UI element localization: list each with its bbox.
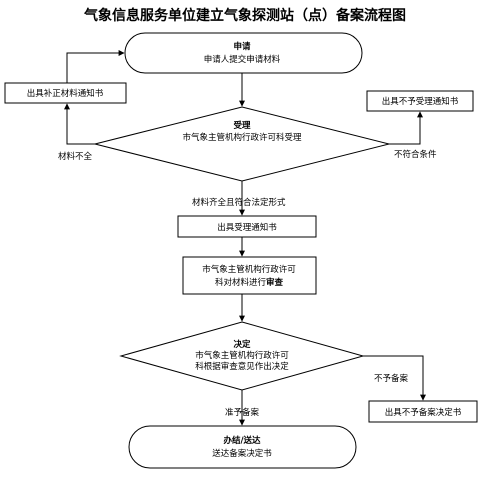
apply-terminal xyxy=(124,32,363,74)
page-title: 气象信息服务单位建立气象探测站（点）备案流程图 xyxy=(83,7,406,24)
apply-text: 申请人提交申请材料 xyxy=(204,54,281,65)
review-box xyxy=(182,256,317,295)
reject-notice-box xyxy=(366,90,474,112)
accept-notice-box xyxy=(177,215,317,238)
accept-notice-text: 出具受理通知书 xyxy=(217,222,277,233)
edge-label-not-filed: 不予备案 xyxy=(374,373,409,384)
accept-decision xyxy=(94,106,390,182)
decide-line2: 科根据审查意见作出决定 xyxy=(195,361,289,372)
accept-text: 市气象主管机构行政许可科受理 xyxy=(182,132,302,143)
deny-decision-text: 出具不予备案决定书 xyxy=(385,407,462,418)
decide-to-deny-arrow xyxy=(363,355,426,401)
edge-label-filed: 准予备案 xyxy=(225,407,260,418)
reject-notice-text: 出具不予受理通知书 xyxy=(382,96,459,107)
review-line2-bold: 审查 xyxy=(266,277,284,288)
supplement-notice-text: 出具补正材料通知书 xyxy=(27,88,104,99)
deny-decision-box xyxy=(368,400,478,423)
accept-heading: 受理 xyxy=(233,120,251,131)
supplement-to-apply-arrow xyxy=(66,50,125,83)
supplement-notice-box xyxy=(4,82,127,104)
accept-to-supplement-arrow xyxy=(64,103,95,145)
apply-heading: 申请 xyxy=(233,41,251,52)
deliver-heading: 办结/送达 xyxy=(223,435,261,446)
decide-heading: 决定 xyxy=(233,339,251,350)
accept-to-reject-arrow xyxy=(389,111,423,145)
decide-line1: 市气象主管机构行政许可 xyxy=(195,350,289,361)
edge-label-complete: 材料齐全且符合法定形式 xyxy=(192,197,286,208)
deliver-text: 送达备案决定书 xyxy=(212,448,272,459)
edge-label-not-qualified: 不符合条件 xyxy=(394,149,437,160)
review-line2-pre: 科对材料进行 xyxy=(215,277,267,288)
edge-label-incomplete: 材料不全 xyxy=(58,151,93,162)
review-line2: 科对材料进行审查 xyxy=(215,277,284,288)
review-line1: 市气象主管机构行政许可 xyxy=(202,264,296,275)
deliver-terminal xyxy=(128,425,357,469)
